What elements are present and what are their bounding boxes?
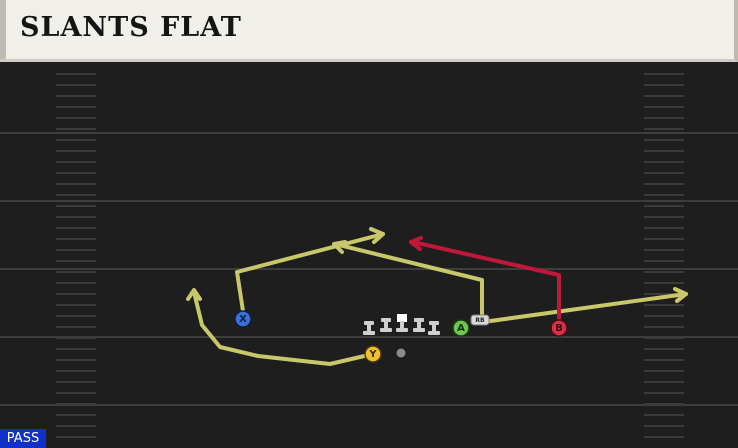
player-a-label: A	[457, 323, 465, 334]
field-diagram: RB X Y A B	[0, 62, 738, 448]
player-b-label: B	[555, 323, 563, 334]
player-x-circle	[234, 310, 252, 328]
title-bar: SLANTS FLAT	[0, 0, 738, 62]
player-y-label: Y	[368, 349, 377, 360]
arrowhead-rb	[673, 287, 688, 303]
arrowhead-a	[332, 240, 347, 254]
player-b-circle	[550, 319, 568, 337]
route-y-wheel	[192, 290, 375, 366]
player-a[interactable]: A	[452, 319, 470, 337]
play-title: SLANTS FLAT	[20, 12, 242, 43]
lineman-center	[396, 314, 408, 332]
yard-lines	[0, 132, 738, 406]
play-type-tag: PASS	[0, 429, 46, 448]
rb-label: RB	[475, 317, 485, 324]
lineman-left-guard	[380, 318, 392, 332]
arrowhead-x	[369, 227, 385, 244]
play-field: RB X Y A B	[0, 62, 738, 448]
lineman-right-tackle	[428, 321, 440, 335]
rb-badge	[470, 314, 490, 326]
offensive-line	[363, 314, 440, 335]
read-route	[409, 236, 561, 326]
player-x-label: X	[239, 314, 247, 325]
lineman-right-guard	[413, 318, 425, 332]
arrowhead-b	[409, 236, 423, 251]
field-background	[0, 62, 738, 448]
player-rb[interactable]: RB	[470, 314, 490, 326]
route-rb-flat	[474, 292, 688, 325]
quarterback-marker	[396, 348, 406, 358]
route-a-slant	[333, 242, 484, 321]
player-a-circle	[452, 319, 470, 337]
lineman-left-tackle	[363, 321, 375, 335]
title-accent	[0, 0, 6, 59]
route-arrowheads	[186, 227, 688, 303]
player-b[interactable]: B	[550, 319, 568, 337]
arrowhead-y	[186, 288, 202, 301]
route-b-slant	[411, 240, 561, 326]
player-x[interactable]: X	[234, 310, 252, 328]
player-y[interactable]: Y	[364, 345, 382, 363]
player-y-circle	[364, 345, 382, 363]
